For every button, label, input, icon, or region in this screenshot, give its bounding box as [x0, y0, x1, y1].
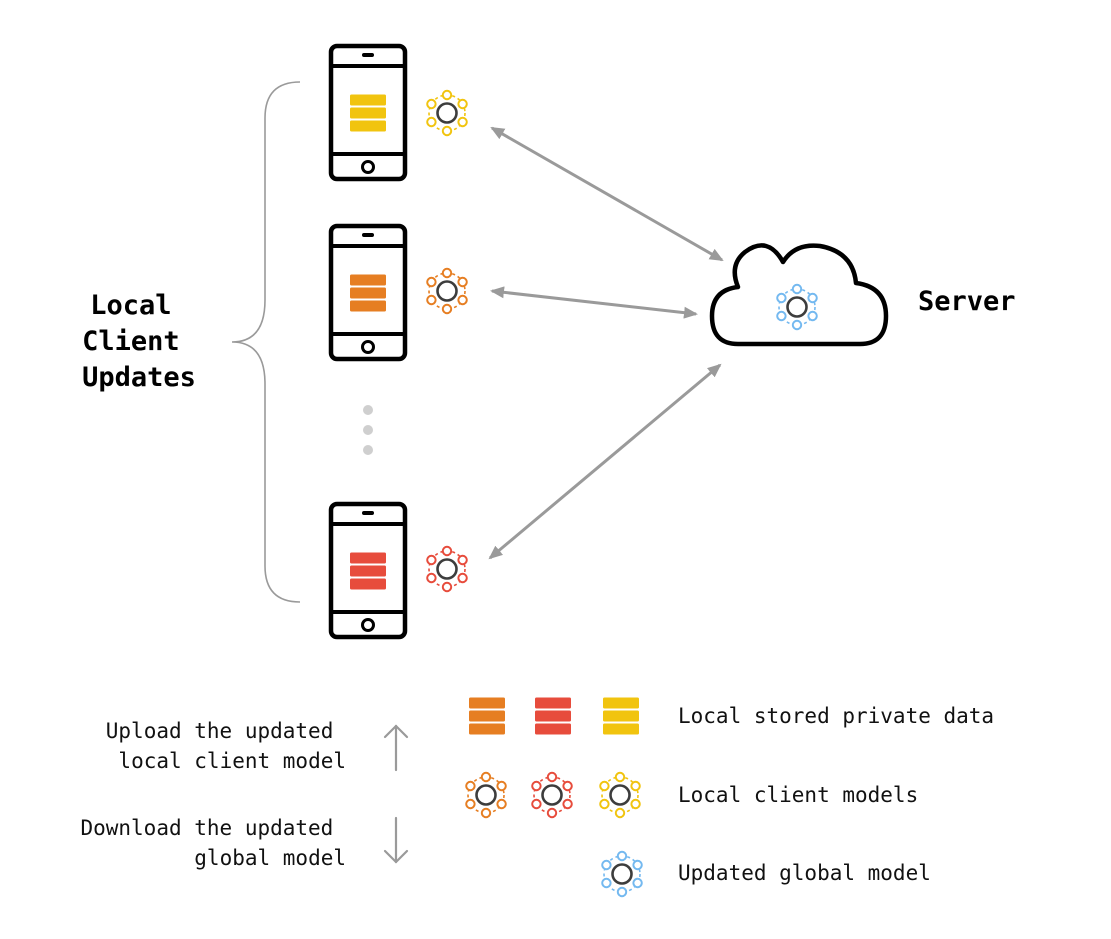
global-model-icon	[776, 283, 818, 331]
client-model-icon	[426, 89, 468, 137]
client-model-icon	[426, 267, 468, 315]
client-model-icon	[426, 545, 468, 593]
legend-data-icon	[469, 697, 505, 735]
download-arrow-icon	[383, 816, 409, 864]
client-private-data-icon	[350, 274, 386, 312]
legend-data-icon	[535, 697, 571, 735]
client-2-server-arrow	[490, 286, 698, 319]
server-cloud-icon	[709, 243, 889, 347]
legend-data-icon	[603, 697, 639, 735]
upload-arrow-icon	[383, 724, 409, 772]
client-models-legend-label: Local client models	[678, 783, 918, 807]
client-private-data-icon	[350, 94, 386, 132]
private-data-legend-label: Local stored private data	[678, 704, 994, 728]
global-model-legend-label: Updated global model	[678, 861, 931, 885]
client-phone-icon	[328, 223, 408, 362]
server-label: Server	[918, 286, 1016, 317]
legend-global-model-icon	[601, 850, 643, 898]
client-phone-icon	[328, 43, 408, 182]
client-1-server-arrow	[490, 126, 724, 262]
more-clients-ellipsis	[363, 405, 373, 455]
client-phone-icon	[328, 501, 408, 640]
curly-brace	[231, 81, 301, 603]
legend-client-model-icon	[531, 771, 573, 819]
legend-client-model-icon	[465, 771, 507, 819]
local-client-updates-label: Local Client Updates	[82, 290, 196, 393]
legend-client-model-icon	[599, 771, 641, 819]
download-caption: Download the updated global model	[80, 816, 346, 870]
upload-caption: Upload the updated local client model	[106, 719, 346, 773]
client-n-server-arrow	[488, 363, 722, 560]
client-private-data-icon	[350, 552, 386, 590]
